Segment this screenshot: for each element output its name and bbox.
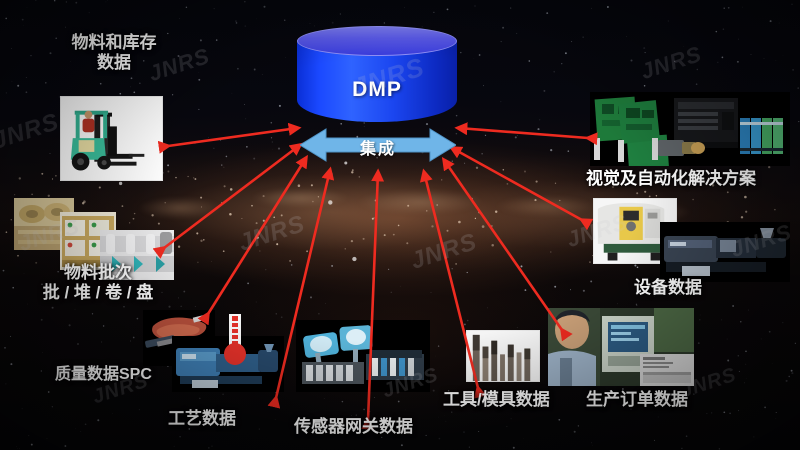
node-image-thermometer-icon bbox=[222, 314, 248, 370]
node-image-sensor-gateway bbox=[296, 320, 430, 392]
label-production-order: 生产订单数据 bbox=[586, 390, 688, 410]
label-text: 工具/模具数据 bbox=[443, 390, 550, 409]
label-text: 传感器网关数据 bbox=[294, 417, 413, 436]
label-material-batch: 物料批次 批 / 堆 / 卷 / 盘 bbox=[8, 263, 188, 303]
cylinder-top bbox=[297, 26, 457, 56]
integration-bidirectional-arrow: 集成 bbox=[300, 125, 456, 165]
node-image-injection-machine bbox=[660, 222, 790, 282]
node-image-tool-mold bbox=[466, 330, 540, 382]
node-image-production-order bbox=[548, 308, 694, 386]
label-equipment-data: 设备数据 bbox=[634, 278, 702, 298]
label-text: 视觉及自动化解决方案 bbox=[586, 169, 756, 188]
label-line-1: 物料和库存 bbox=[71, 33, 157, 52]
label-vision-automation: 视觉及自动化解决方案 bbox=[586, 169, 756, 189]
label-sensor-gateway: 传感器网关数据 bbox=[294, 417, 413, 437]
label-line-2: 数据 bbox=[97, 53, 131, 73]
label-text: 生产订单数据 bbox=[586, 390, 688, 409]
label-tool-mold: 工具/模具数据 bbox=[443, 390, 550, 410]
central-database-hub: DMP bbox=[297, 26, 457, 134]
label-quality-spc: 质量数据SPC bbox=[55, 366, 152, 385]
hub-label: DMP bbox=[352, 78, 402, 101]
label-material-inventory: 物料和库存 数据 bbox=[34, 33, 194, 73]
label-text: 工艺数据 bbox=[168, 409, 236, 428]
node-image-vision-automation bbox=[590, 92, 790, 166]
label-text: 设备数据 bbox=[634, 278, 702, 297]
label-line-1: 物料批次 bbox=[64, 263, 132, 282]
integration-label: 集成 bbox=[359, 141, 396, 158]
node-image-forklift bbox=[60, 96, 163, 181]
label-line-2: 批 / 堆 / 卷 / 盘 bbox=[42, 283, 154, 303]
label-process-data: 工艺数据 bbox=[168, 409, 236, 429]
label-text: 质量数据SPC bbox=[55, 366, 152, 383]
